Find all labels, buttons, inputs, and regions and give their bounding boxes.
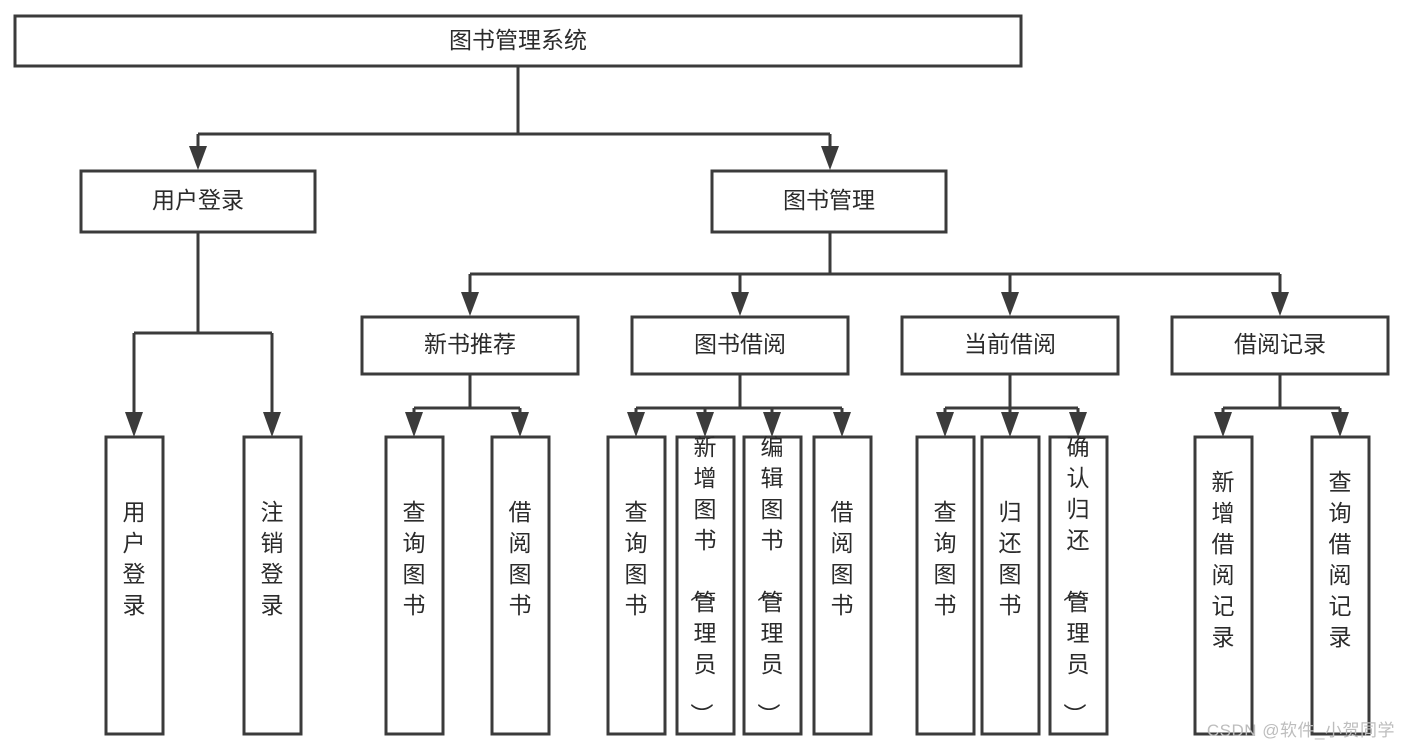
- node-book-borrow-label: 图书借阅: [694, 331, 786, 357]
- leaf-bb-edit-book-admin-label: 编辑图书（管理员）: [756, 434, 784, 726]
- node-current-borrow-label: 当前借阅: [964, 331, 1056, 357]
- leaf-br-query-record-label: 查询借阅记录: [1329, 469, 1352, 650]
- node-borrow-record[interactable]: 借阅记录: [1170, 315, 1390, 376]
- arrow-head-user-login: [189, 146, 207, 170]
- leaf-bb-add-book-admin[interactable]: 新增图书（管理员）: [675, 434, 736, 736]
- arrow-head-book-borrow: [731, 292, 749, 316]
- arrow-head-bb-leaf-1: [627, 412, 645, 437]
- leaf-br-add-record-label: 新增借阅记录: [1212, 469, 1235, 650]
- node-user-login-label: 用户登录: [152, 187, 244, 213]
- leaf-nb-borrow-book-label: 借阅图书: [509, 499, 532, 618]
- arrow-head-br-leaf-2: [1331, 412, 1349, 437]
- leaf-nb-borrow-book[interactable]: 借阅图书: [490, 435, 551, 736]
- leaf-logout-label: 注销登录: [261, 499, 284, 618]
- leaf-cb-query-book-label: 查询图书: [934, 499, 957, 618]
- node-new-book-recommend-label: 新书推荐: [424, 331, 516, 357]
- leaf-cb-query-book[interactable]: 查询图书: [915, 435, 976, 736]
- leaf-user-login-1-box[interactable]: [104, 435, 165, 736]
- arrow-head-bb-leaf-4: [833, 412, 851, 437]
- connector-layer: [125, 66, 1349, 437]
- node-borrow-record-label: 借阅记录: [1234, 331, 1326, 357]
- node-user-login[interactable]: 用户登录: [79, 169, 317, 234]
- leaf-cb-confirm-return-admin-label: 确认归还（管理员）: [1062, 434, 1090, 726]
- node-current-borrow-box[interactable]: [900, 315, 1120, 376]
- node-book-borrow[interactable]: 图书借阅: [630, 315, 850, 376]
- arrow-head-bb-leaf-2: [696, 412, 714, 437]
- node-book-management-box[interactable]: [710, 169, 948, 234]
- arrow-head-book-manage: [821, 146, 839, 170]
- leaf-br-add-record[interactable]: 新增借阅记录: [1193, 435, 1254, 736]
- node-root-system[interactable]: 图书管理系统: [13, 14, 1023, 68]
- leaf-cb-query-book-box[interactable]: [915, 435, 976, 736]
- arrow-head-leaf-user-login: [125, 412, 143, 437]
- leaf-br-query-record[interactable]: 查询借阅记录: [1310, 435, 1371, 736]
- leaf-bb-add-book-admin-label: 新增图书（管理员）: [689, 434, 717, 726]
- arrow-head-nb-leaf-2: [511, 412, 529, 437]
- arrow-head-cb-leaf-2: [1001, 412, 1019, 437]
- node-user-login-box[interactable]: [79, 169, 317, 234]
- arrow-head-cb-leaf-3: [1069, 412, 1087, 437]
- leaf-nb-query-book-box[interactable]: [384, 435, 445, 736]
- leaf-cb-return-book-label: 归还图书: [999, 499, 1022, 618]
- leaf-logout[interactable]: 注销登录: [242, 435, 303, 736]
- arrow-head-current-borrow: [1001, 292, 1019, 316]
- node-book-borrow-box[interactable]: [630, 315, 850, 376]
- node-borrow-record-box[interactable]: [1170, 315, 1390, 376]
- leaf-cb-return-book-box[interactable]: [980, 435, 1041, 736]
- arrow-head-nb-leaf-1: [405, 412, 423, 437]
- arrow-head-br-leaf-1: [1214, 412, 1232, 437]
- leaf-bb-borrow-book-label: 借阅图书: [831, 499, 854, 618]
- leaf-cb-return-book[interactable]: 归还图书: [980, 435, 1041, 736]
- arrow-head-new-book: [461, 292, 479, 316]
- leaf-bb-add-book-admin-box[interactable]: [675, 435, 736, 736]
- leaf-user-login-1[interactable]: 用户登录: [104, 435, 165, 736]
- node-root-system-label: 图书管理系统: [449, 27, 587, 53]
- leaf-br-add-record-box[interactable]: [1193, 435, 1254, 736]
- leaf-nb-query-book[interactable]: 查询图书: [384, 435, 445, 736]
- node-root-system-box[interactable]: [13, 14, 1023, 68]
- leaf-bb-borrow-book-box[interactable]: [812, 435, 873, 736]
- leaf-bb-query-book[interactable]: 查询图书: [606, 435, 667, 736]
- leaf-logout-box[interactable]: [242, 435, 303, 736]
- arrow-head-bb-leaf-3: [763, 412, 781, 437]
- leaf-nb-query-book-label: 查询图书: [403, 499, 426, 618]
- arrow-head-borrow-record: [1271, 292, 1289, 316]
- leaf-bb-query-book-label: 查询图书: [625, 499, 648, 618]
- leaf-bb-query-book-box[interactable]: [606, 435, 667, 736]
- leaf-bb-borrow-book[interactable]: 借阅图书: [812, 435, 873, 736]
- leaf-cb-confirm-return-admin-box[interactable]: [1048, 435, 1109, 736]
- node-new-book-recommend[interactable]: 新书推荐: [360, 315, 580, 376]
- node-book-management[interactable]: 图书管理: [710, 169, 948, 234]
- leaf-br-query-record-box[interactable]: [1310, 435, 1371, 736]
- leaf-cb-confirm-return-admin[interactable]: 确认归还（管理员）: [1048, 434, 1109, 736]
- leaf-nb-borrow-book-box[interactable]: [490, 435, 551, 736]
- node-new-book-recommend-box[interactable]: [360, 315, 580, 376]
- leaf-bb-edit-book-admin[interactable]: 编辑图书（管理员）: [742, 434, 803, 736]
- arrow-head-cb-leaf-1: [936, 412, 954, 437]
- leaf-user-login-1-label: 用户登录: [123, 499, 146, 618]
- node-current-borrow[interactable]: 当前借阅: [900, 315, 1120, 376]
- node-book-management-label: 图书管理: [783, 187, 875, 213]
- arrow-head-leaf-logout: [263, 412, 281, 437]
- leaf-bb-edit-book-admin-box[interactable]: [742, 435, 803, 736]
